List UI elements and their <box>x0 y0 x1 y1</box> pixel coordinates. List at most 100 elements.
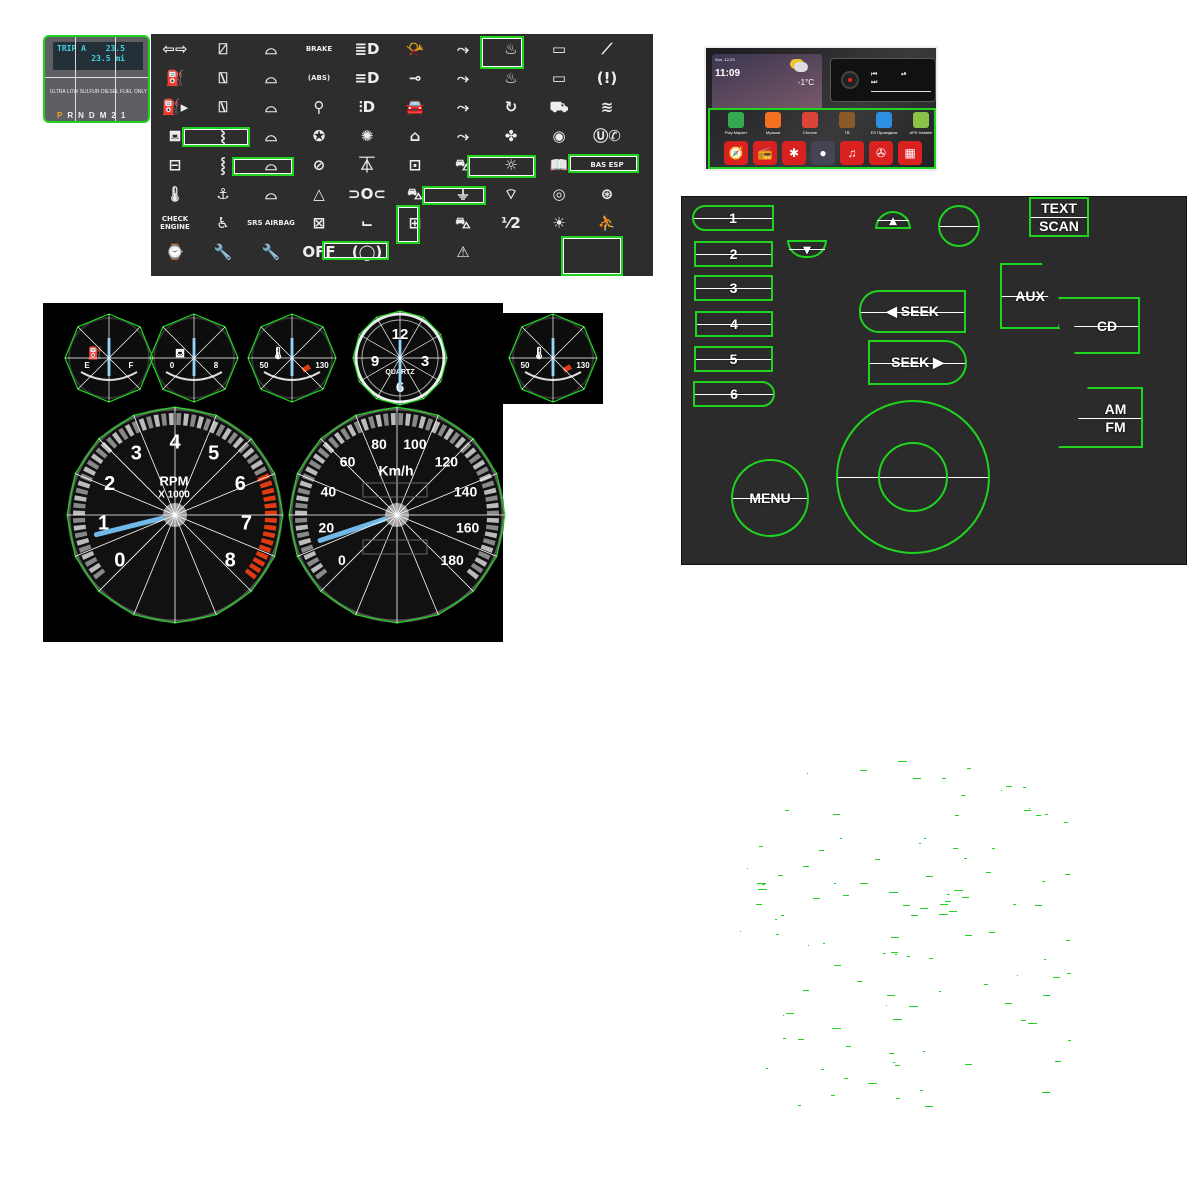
app-0[interactable]: Play Маркет <box>718 112 754 135</box>
seek-forward-button[interactable]: SEEK ▶ <box>868 340 967 385</box>
power-knob[interactable] <box>938 205 980 247</box>
tachometer-tick <box>145 415 154 429</box>
speedometer-tick <box>486 510 499 516</box>
fan-icon: ✤ <box>504 126 518 145</box>
wireframe-fragment <box>1016 974 1019 976</box>
speedometer-tick <box>305 466 318 476</box>
dock-button[interactable]: 📻 <box>753 141 777 165</box>
wireframe-fragment <box>939 991 942 993</box>
progress-bar[interactable] <box>871 91 931 92</box>
volume-up-button[interactable]: ▴ <box>875 211 911 229</box>
speedometer-tick <box>398 413 404 426</box>
dock-button[interactable]: ● <box>811 141 835 165</box>
hood-open-icon: ⟋ <box>601 39 613 58</box>
phone-icon: Ⓤ✆ <box>593 126 621 145</box>
wireframe-fragment <box>821 1069 824 1071</box>
weather-widget[interactable]: Sun, 12-03 11:09 -1°C <box>712 54 822 110</box>
app-1[interactable]: Музыка <box>755 112 791 135</box>
app-label: ES Проводник <box>870 130 898 135</box>
wireframe-fragment <box>807 773 809 775</box>
ecu-icon: ⊠ <box>312 213 326 232</box>
tachometer-tick <box>78 544 92 553</box>
dock-button[interactable]: 🧭 <box>724 141 748 165</box>
menu-knob[interactable]: MENU <box>731 459 809 537</box>
dock-button[interactable]: ▦ <box>898 141 922 165</box>
app-icon <box>913 112 929 128</box>
tachometer-tick <box>264 510 277 516</box>
wireframe-fragment <box>746 868 749 870</box>
wireframe-fragment <box>895 1065 900 1067</box>
player-controls[interactable]: ⏮ ⏯ ⏭ <box>871 71 918 86</box>
speedometer-label: 40 <box>321 484 337 500</box>
cd-button[interactable]: CD <box>1058 297 1140 354</box>
turn-signals-icon: ⇦⇨ <box>162 39 188 58</box>
volume-down-button[interactable]: ▾ <box>787 240 827 258</box>
wireframe-spoke <box>75 514 176 557</box>
preset-1-button[interactable]: 1 <box>692 205 774 231</box>
preset-3-button[interactable]: 3 <box>694 275 773 301</box>
app-5[interactable]: APK Installer <box>903 112 939 135</box>
oil-gauge-max-label: 8 <box>214 361 219 370</box>
wireframe-spoke <box>552 326 585 359</box>
wireframe-fragment <box>991 847 995 849</box>
wireframe-fragment <box>859 769 867 771</box>
tachometer-tick <box>86 459 100 470</box>
tachometer-tick <box>209 420 219 434</box>
car-icon: 🚘 <box>405 97 425 116</box>
speedometer-tick <box>295 510 308 516</box>
preset-2-button[interactable]: 2 <box>694 241 773 267</box>
preset-4-button[interactable]: 4 <box>695 311 773 337</box>
tire-pressure-icon: (!) <box>596 68 618 87</box>
seek-back-button[interactable]: ◀ SEEK <box>859 290 966 333</box>
light-control-dial[interactable] <box>836 400 990 554</box>
seat-heat-back-icon: ♨ <box>504 68 518 87</box>
dock-button[interactable]: ✇ <box>869 141 893 165</box>
app-icon <box>839 112 855 128</box>
wireframe-fragment <box>897 761 907 763</box>
wireframe-fragment <box>808 944 810 946</box>
wireframe-spoke <box>297 514 398 557</box>
preset-5-button[interactable]: 5 <box>694 346 773 372</box>
speedometer-tick <box>466 568 480 580</box>
music-player-widget[interactable]: ⏮ ⏯ ⏭ <box>830 58 936 102</box>
wireframe-fragment <box>781 915 784 917</box>
gear-P: P <box>57 111 68 120</box>
horn-icon: 📯 <box>405 39 425 58</box>
tachometer-tick <box>74 531 88 539</box>
wireframe-spoke <box>162 326 195 359</box>
airbag-icon: ✪ <box>312 126 326 145</box>
speedometer-tick <box>312 453 326 465</box>
cruise-icon: ⏚ <box>455 184 471 203</box>
wireframe-spoke <box>376 357 401 399</box>
clock-number: 9 <box>371 353 379 370</box>
bas-esp-warning: BAS ESP <box>590 160 624 169</box>
wireframe-fragment <box>965 934 972 936</box>
wireframe-spoke <box>320 438 398 516</box>
brake-pad-icon: (◯) <box>351 242 383 261</box>
speedometer-title: Km/h <box>379 463 414 479</box>
tachometer-label: 7 <box>241 513 252 535</box>
temp-gauge-min-label: 50 <box>260 361 269 370</box>
wireframe <box>396 205 420 244</box>
disc-icon <box>841 71 859 89</box>
wireframe-fragment <box>1064 873 1070 875</box>
app-label: Chrome <box>802 130 818 135</box>
app-3[interactable]: ТВ <box>829 112 865 135</box>
app-icon <box>728 112 744 128</box>
trip-label: TRIP A <box>57 44 86 53</box>
wireframe-spoke <box>291 357 324 390</box>
aux-button[interactable]: AUX <box>1000 263 1060 329</box>
dock-button[interactable]: ♫ <box>840 141 864 165</box>
wireframe-fragment <box>922 1050 925 1052</box>
wireframe-fragment <box>833 814 840 816</box>
speedometer-tick <box>383 413 389 426</box>
app-2[interactable]: Chrome <box>792 112 828 135</box>
wireframe-fragment <box>967 768 972 770</box>
preset-6-button[interactable]: 6 <box>693 381 775 407</box>
no-entry-icon: ⊘ <box>312 155 326 174</box>
app-4[interactable]: ES Проводник <box>866 112 902 135</box>
dock-button[interactable]: ✱ <box>782 141 806 165</box>
